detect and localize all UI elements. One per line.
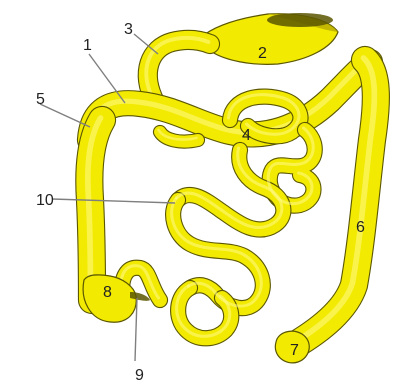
label-10: 10 bbox=[36, 192, 54, 209]
leader-line-10 bbox=[52, 199, 175, 203]
cecum bbox=[83, 275, 150, 322]
small-intestine-coils bbox=[121, 128, 315, 338]
label-4: 4 bbox=[242, 127, 251, 144]
label-6: 6 bbox=[356, 219, 365, 236]
stomach bbox=[200, 13, 338, 64]
label-7: 7 bbox=[290, 342, 299, 359]
intestine-structures bbox=[83, 13, 376, 363]
ascending-colon bbox=[88, 118, 102, 300]
label-8: 8 bbox=[103, 284, 112, 301]
label-1: 1 bbox=[83, 37, 92, 54]
label-9: 9 bbox=[135, 367, 144, 384]
label-5: 5 bbox=[36, 91, 45, 108]
label-3: 3 bbox=[124, 21, 133, 38]
label-2: 2 bbox=[258, 45, 267, 62]
esophagus-connection bbox=[146, 38, 210, 102]
leader-line-5 bbox=[40, 104, 90, 127]
